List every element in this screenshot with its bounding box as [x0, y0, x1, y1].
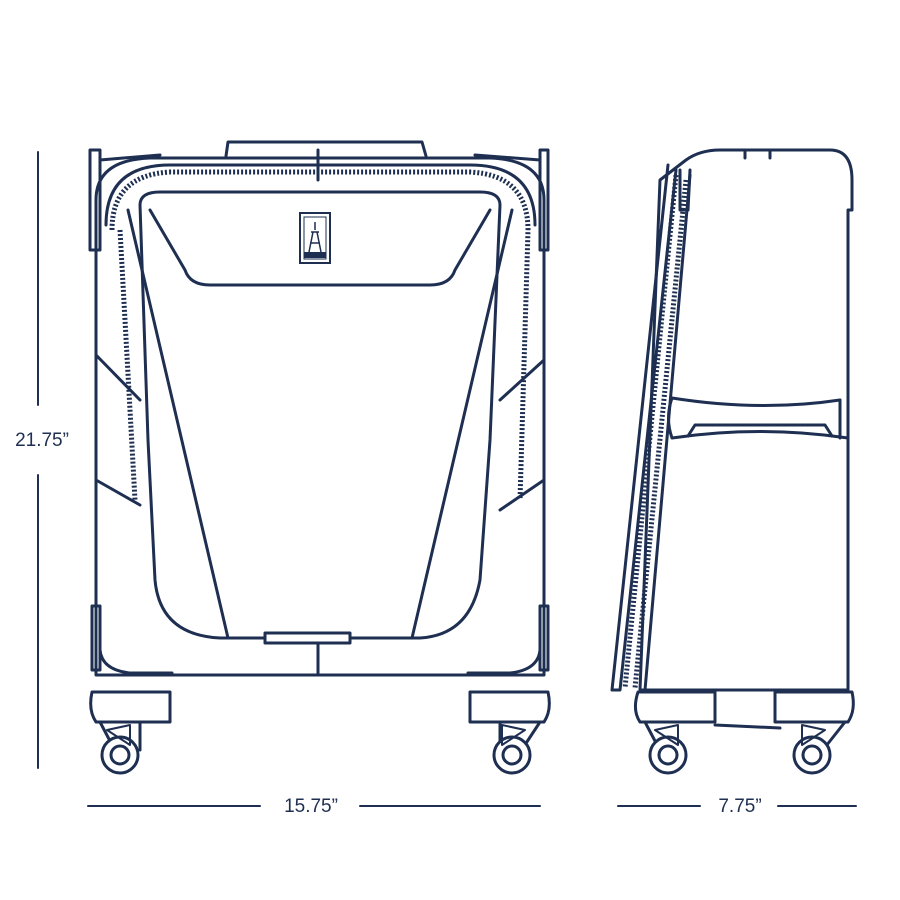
width-label: 15.75”	[284, 796, 338, 817]
wheel	[100, 735, 140, 775]
width-dimension: 15.75”	[87, 796, 541, 817]
wheel	[648, 735, 688, 775]
height-label: 21.75”	[15, 430, 69, 451]
front-view	[88, 140, 551, 775]
height-dimension: 21.75”	[15, 151, 69, 769]
bottom-handle	[263, 631, 352, 645]
depth-label: 7.75”	[718, 796, 761, 817]
depth-dimension: 7.75”	[617, 796, 857, 817]
travelpro-logo	[299, 212, 331, 264]
side-view	[610, 148, 855, 775]
wheel	[792, 735, 832, 775]
side-handle	[686, 423, 834, 438]
wheel	[492, 735, 532, 775]
